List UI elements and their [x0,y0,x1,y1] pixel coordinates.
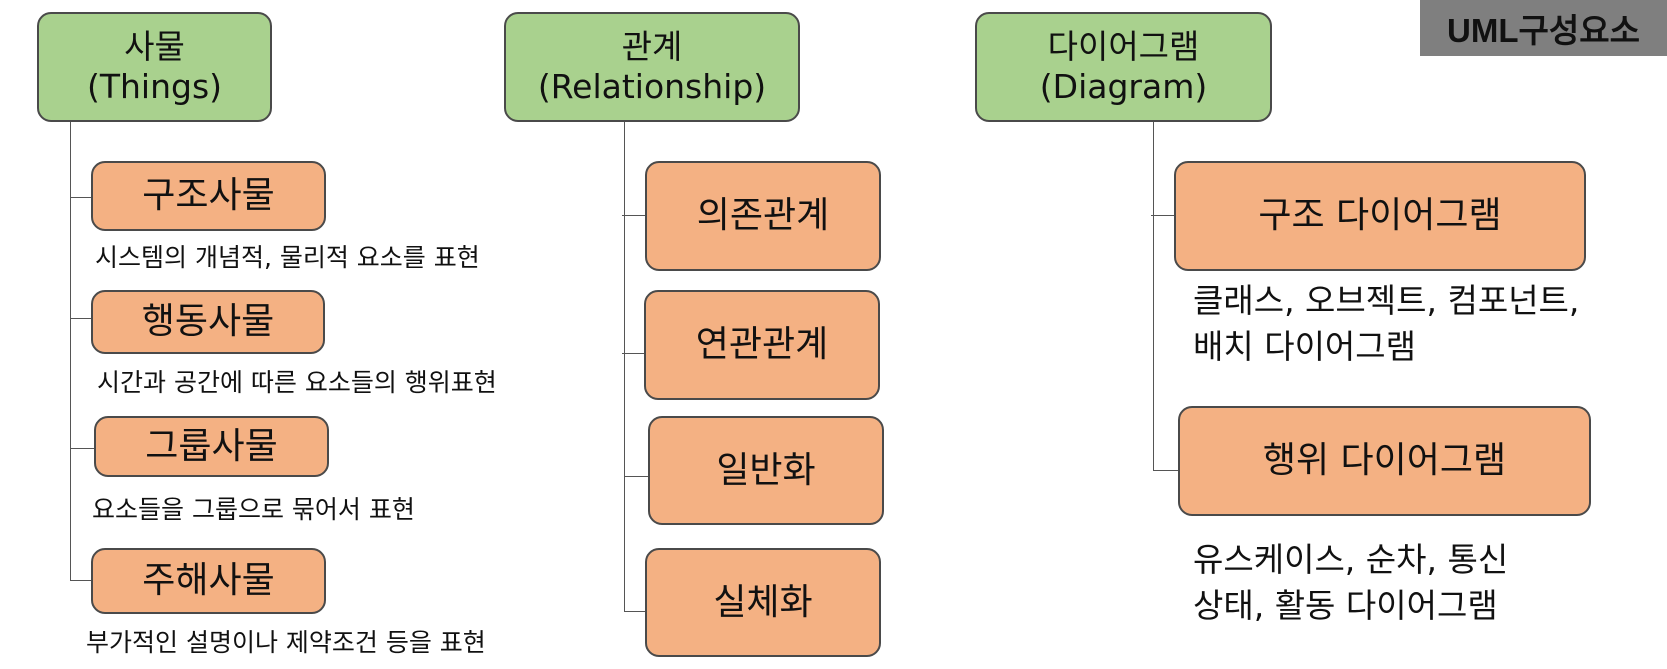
annotational-thing-desc: 부가적인 설명이나 제약조건 등을 표현 [86,628,486,657]
relationship-connector-2 [622,353,644,354]
relationship-header-title: 관계 [621,27,683,67]
behavioral-thing-box: 행동사물 [91,290,325,354]
diagram-header-title: 다이어그램 [1047,27,1200,67]
generalization-label: 일반화 [716,449,816,491]
structure-diagram-desc-line2: 배치 다이어그램 [1193,327,1417,366]
structure-diagram-label: 구조 다이어그램 [1258,195,1502,237]
relationship-header: 관계 (Relationship) [504,12,800,122]
relationship-connector-3 [624,476,648,477]
things-header-subtitle: (Things) [86,67,223,106]
generalization-box: 일반화 [648,416,884,525]
relationship-connector-trunk [624,122,625,611]
realization-box: 실체화 [645,548,881,657]
behavior-diagram-desc-line2: 상태, 활동 다이어그램 [1193,586,1498,625]
relationship-connector-1 [622,215,645,216]
diagram-header: 다이어그램 (Diagram) [975,12,1272,122]
uml-components-title: UML구성요소 [1420,0,1667,56]
grouping-thing-box: 그룹사물 [94,416,329,477]
relationship-connector-4 [624,611,645,612]
annotational-thing-label: 주해사물 [142,560,275,602]
structural-thing-box: 구조사물 [91,161,326,231]
things-connector-trunk [70,122,71,581]
things-connector-4 [70,580,91,581]
behavioral-thing-desc: 시간과 공간에 따른 요소들의 행위표현 [97,368,497,397]
annotational-thing-box: 주해사물 [91,548,326,614]
things-header: 사물 (Things) [37,12,272,122]
association-label: 연관관계 [695,324,829,366]
behavior-diagram-box: 행위 다이어그램 [1178,406,1591,516]
structure-diagram-desc: 클래스, 오브젝트, 컴포넌트, 배치 다이어그램 [1193,278,1579,370]
behavior-diagram-label: 행위 다이어그램 [1262,440,1507,482]
structure-diagram-desc-line1: 클래스, 오브젝트, 컴포넌트, [1193,281,1580,320]
structural-thing-desc: 시스템의 개념적, 물리적 요소를 표현 [95,243,480,272]
diagram-header-subtitle: (Diagram) [1039,67,1208,106]
things-connector-3 [70,448,94,449]
dependency-label: 의존관계 [696,195,830,237]
structure-diagram-box: 구조 다이어그램 [1174,161,1586,271]
association-box: 연관관계 [644,290,880,400]
diagram-connector-1 [1151,215,1175,216]
things-connector-2 [70,318,91,319]
behavioral-thing-label: 행동사물 [141,301,275,343]
behavior-diagram-desc: 유스케이스, 순차, 통신 상태, 활동 다이어그램 [1193,537,1508,629]
structural-thing-label: 구조사물 [142,175,275,217]
diagram-connector-2 [1153,470,1179,471]
grouping-thing-label: 그룹사물 [145,425,278,467]
things-header-title: 사물 [124,27,185,67]
grouping-thing-desc: 요소들을 그룹으로 묶어서 표현 [92,495,415,524]
realization-label: 실체화 [713,581,813,623]
dependency-box: 의존관계 [645,161,881,271]
relationship-header-subtitle: (Relationship) [537,67,767,106]
things-connector-1 [70,197,91,198]
behavior-diagram-desc-line1: 유스케이스, 순차, 통신 [1193,540,1509,579]
diagram-connector-trunk [1153,122,1154,470]
